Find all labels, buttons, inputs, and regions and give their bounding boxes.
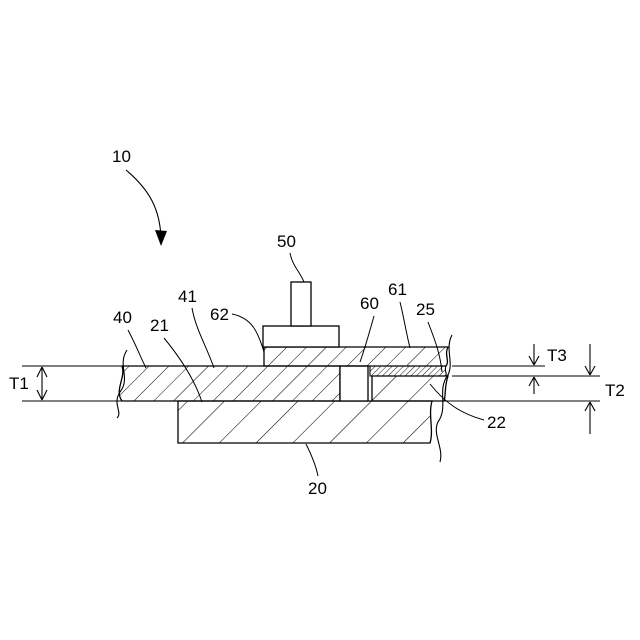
label-strip: 60 <box>360 294 379 313</box>
leader-plate <box>128 330 146 368</box>
label-base-recess: 22 <box>487 413 506 432</box>
dimension-t3-label: T3 <box>547 346 567 365</box>
assembly-leader-arrow <box>126 170 161 238</box>
label-base: 20 <box>308 479 327 498</box>
assembly-arrowhead <box>155 230 167 246</box>
dimension-t2 <box>585 344 595 434</box>
dimension-t1-label: T1 <box>9 374 29 393</box>
label-base-face: 21 <box>150 316 169 335</box>
label-plate-face: 41 <box>178 287 197 306</box>
plate <box>119 366 340 401</box>
leader-strip-face <box>400 302 410 348</box>
dimension-t3 <box>529 344 539 394</box>
label-plate: 40 <box>113 308 132 327</box>
recess-gap <box>340 366 368 401</box>
label-assembly: 10 <box>112 147 131 166</box>
label-strip-face: 61 <box>388 280 407 299</box>
dimension-t2-label: T2 <box>605 381 625 400</box>
post <box>263 282 339 347</box>
label-post: 50 <box>277 232 296 251</box>
leader-post <box>290 253 304 282</box>
leader-base <box>306 444 318 476</box>
label-base-edge: 25 <box>416 300 435 319</box>
dimension-t1 <box>37 367 47 400</box>
leader-strip-end <box>232 314 264 352</box>
label-strip-end: 62 <box>210 305 229 324</box>
